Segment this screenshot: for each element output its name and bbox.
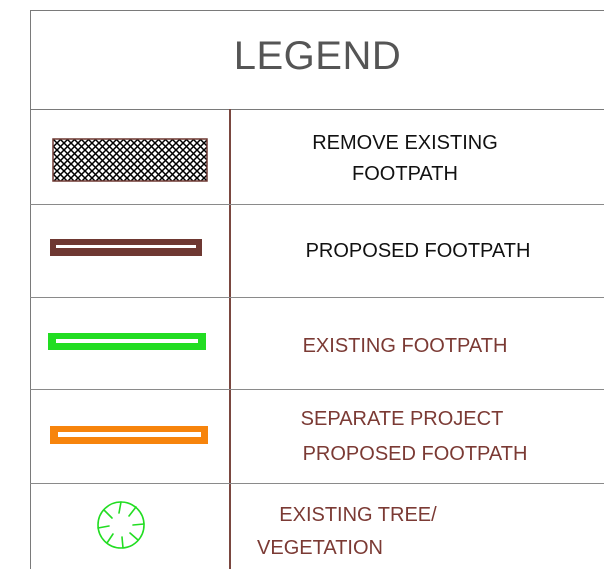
proposed-footpath-label: PROPOSED FOOTPATH xyxy=(305,240,531,262)
brown-double-line-icon xyxy=(50,239,202,256)
separate-project-label-line1: SEPARATE PROJECT xyxy=(300,408,504,430)
legend-left-border xyxy=(30,10,31,569)
orange-double-line-icon xyxy=(50,426,208,444)
row-divider-1 xyxy=(30,204,604,205)
legend-title: LEGEND xyxy=(233,34,402,78)
row-divider-3 xyxy=(30,389,604,390)
remove-existing-footpath-label-line1: REMOVE EXISTING xyxy=(312,132,498,154)
existing-tree-label-line1: EXISTING TREE/ xyxy=(279,504,437,526)
row-divider-2 xyxy=(30,297,604,298)
row-divider-4 xyxy=(30,483,604,484)
column-divider xyxy=(229,109,231,569)
existing-footpath-label: EXISTING FOOTPATH xyxy=(302,335,508,357)
remove-existing-footpath-label-line2: FOOTPATH xyxy=(352,163,458,185)
title-divider xyxy=(30,109,604,110)
green-double-line-icon xyxy=(48,333,206,350)
legend-top-border xyxy=(30,10,604,11)
separate-project-label-line2: PROPOSED FOOTPATH xyxy=(302,443,528,465)
tree-circle-icon xyxy=(97,501,145,549)
hatched-rectangle-icon xyxy=(52,138,208,182)
existing-tree-label-line2: VEGETATION xyxy=(257,537,383,559)
